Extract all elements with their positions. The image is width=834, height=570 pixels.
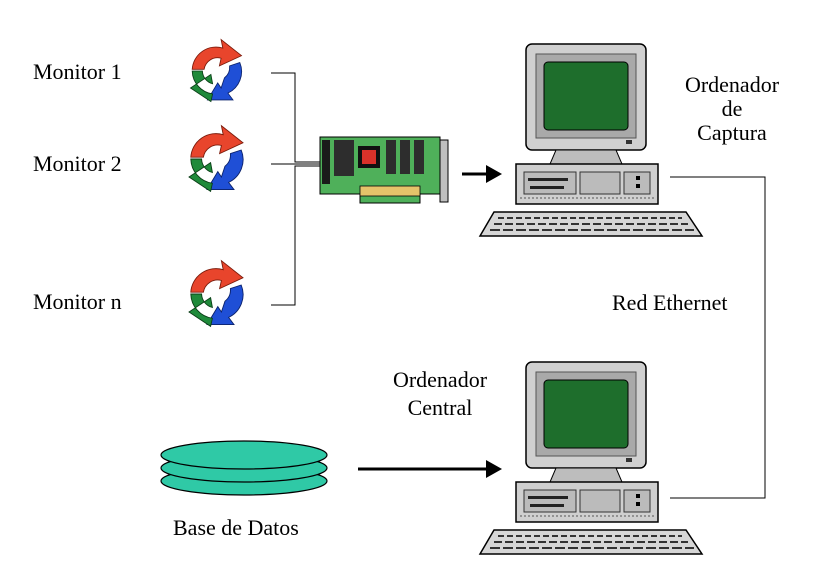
arrow-card-to-capture-icon (462, 165, 502, 183)
arrow-database-to-central-icon (358, 460, 502, 478)
capture-computer-label-line3: Captura (697, 120, 767, 145)
expansion-card-icon (319, 136, 449, 204)
capture-computer-icon (479, 43, 703, 237)
monitor-n-icon (188, 260, 244, 327)
database-label: Base de Datos (173, 515, 299, 540)
central-computer-icon (479, 361, 703, 555)
monitor-2-label: Monitor 2 (33, 151, 122, 176)
monitor-1-label: Monitor 1 (33, 59, 122, 84)
capture-computer-label-line2: de (721, 96, 743, 121)
central-computer-label-line2: Central (407, 395, 473, 420)
capture-computer-label-line1: Ordenador (684, 72, 780, 97)
ethernet-link-line (670, 176, 766, 499)
monitor-1-icon (189, 39, 243, 103)
network-label: Red Ethernet (612, 290, 728, 315)
monitor-connection-lines (271, 72, 320, 306)
monitor-2-icon (188, 125, 244, 192)
monitor-n-label: Monitor n (33, 289, 122, 314)
central-computer-label-line1: Ordenador (392, 367, 488, 392)
database-disks-icon (160, 440, 328, 496)
